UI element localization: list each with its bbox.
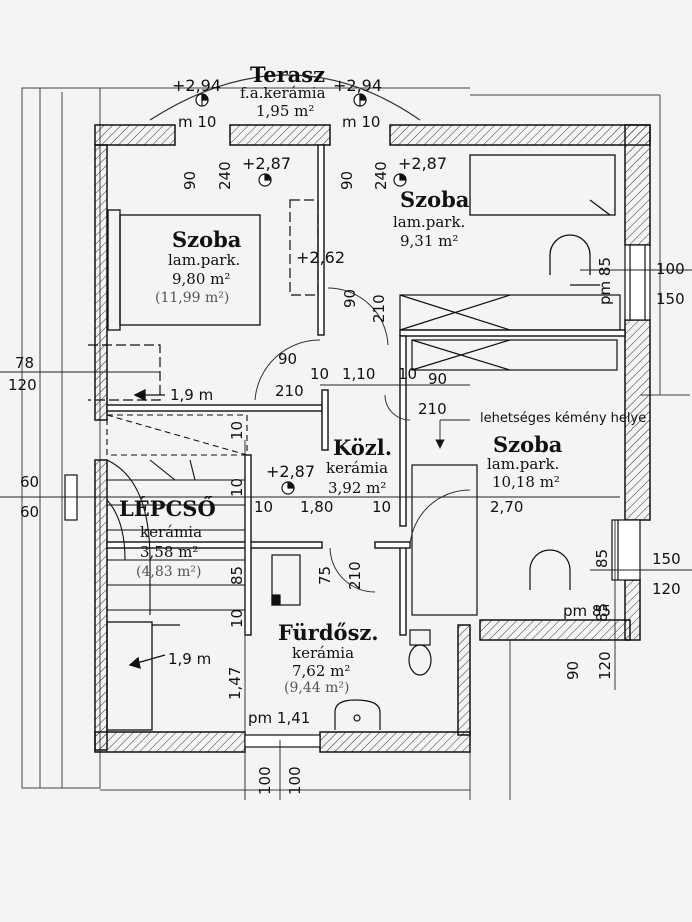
dim-10-f: 10 [372,498,392,516]
dim-10-d: 10 [254,498,274,516]
dim-180: 1,80 [300,498,334,516]
room2-name: Szoba [400,187,470,212]
dim-90-b: 90 [338,170,356,190]
dim-10-c: 10 [228,420,246,440]
hall-area: 3,92 m² [328,479,387,497]
staircase [106,459,245,615]
dim-240-a: 240 [216,161,234,190]
dim-210-f: 210 [346,561,364,590]
room1-area-alt: (11,99 m²) [155,290,230,306]
level-marker-1: +2,94 [172,76,222,95]
terrace-name: Terasz [250,62,325,87]
dim-10-a: 10 [310,365,330,383]
dim-100-a: 100 [256,766,274,795]
level-markers [195,93,407,495]
dim-120-c: 120 [596,651,614,680]
room3-area: 10,18 m² [492,473,560,491]
interior-walls [106,144,626,636]
dim-90-d: 90 [278,350,298,368]
dim-m10-b: m 10 [342,113,381,131]
room1-area: 9,80 m² [172,270,231,288]
pm-85-a: pm 85 [596,257,614,305]
height-note-2: 1,9 m [168,650,212,668]
height-note-1: 1,9 m [170,386,214,404]
wardrobe-room2 [399,294,621,331]
roof-outline [21,87,690,800]
room2-area: 9,31 m² [400,232,459,250]
dim-210-e: 210 [418,400,447,418]
level-marker-5: +2,87 [266,462,316,481]
bathtub [106,621,180,731]
wardrobe-room3 [411,339,618,616]
hall-floor: kerámia [326,459,389,477]
dim-60-a: 60 [20,473,40,491]
toilet [408,629,432,676]
room2-floor: lam.park. [393,213,466,231]
dim-75: 75 [316,565,334,585]
dim-120-a: 120 [8,376,37,394]
dim-78: 78 [15,354,35,372]
dim-120-b: 120 [652,580,681,598]
pm-141: pm 1,41 [248,709,311,727]
dim-85-a: 85 [228,565,246,585]
room1-floor: lam.park. [168,251,241,269]
hall-wardrobe [106,414,248,456]
level-marker-4: +2,87 [398,154,448,173]
dimension-lines [0,269,692,800]
dim-110: 1,10 [342,365,376,383]
dim-150-b: 150 [652,550,681,568]
windows [64,244,651,748]
bed-room1 [107,209,261,331]
dim-100-b: 100 [286,766,304,795]
dim-85-b: 85 [593,548,611,568]
chimney-note: lehetséges kémény helye [480,411,647,426]
dim-85-c: 85 [593,602,611,622]
dim-10-b: 10 [398,365,418,383]
level-marker-3: +2,87 [242,154,292,173]
dim-100-c: 100 [656,260,685,278]
sink [334,699,381,730]
dim-210-c: 210 [370,294,388,323]
door-swings [254,287,471,593]
dim-10-g: 10 [228,608,246,628]
bath-area: 7,62 m² [292,662,351,680]
bath-floor: kerámia [292,644,355,662]
dim-90-a: 90 [181,170,199,190]
terrace-arc [149,74,421,121]
height-arrows [128,388,166,669]
exterior-walls [94,124,651,753]
dim-147: 1,47 [226,666,244,700]
stair-floor: kerámia [140,523,203,541]
dim-10-e: 10 [228,477,246,497]
dim-90-c: 90 [341,288,359,308]
dim-90-f: 90 [564,660,582,680]
room3-floor: lam.park. [487,455,560,473]
dim-m10-a: m 10 [178,113,217,131]
dim-60-b: 60 [20,503,40,521]
closet-room1 [88,199,319,401]
dim-150-a: 150 [656,290,685,308]
bed-room2 [469,154,616,286]
stair-name: LÉPCSŐ [119,496,216,521]
shaft [271,554,301,606]
dim-90-e: 90 [428,370,448,388]
terrace-area: 1,95 m² [256,102,315,120]
dim-210-d: 210 [275,382,304,400]
pm-85-b: pm 85 [563,602,611,620]
room1-name: Szoba [172,227,242,252]
hall-name: Közl. [333,435,393,460]
stair-area-alt: (4,83 m²) [136,564,202,580]
dim-270: 2,70 [490,498,524,516]
level-marker-6: +2,62 [296,248,346,267]
bath-name: Fürdősz. [278,620,379,645]
dim-240-b: 240 [372,161,390,190]
level-marker-2: +2,94 [333,76,383,95]
room3-name: Szoba [493,432,563,457]
bath-area-alt: (9,44 m²) [284,680,350,696]
terrace-floor: f.a.kerámia [240,84,326,102]
stair-area: 3,58 m² [140,543,199,561]
